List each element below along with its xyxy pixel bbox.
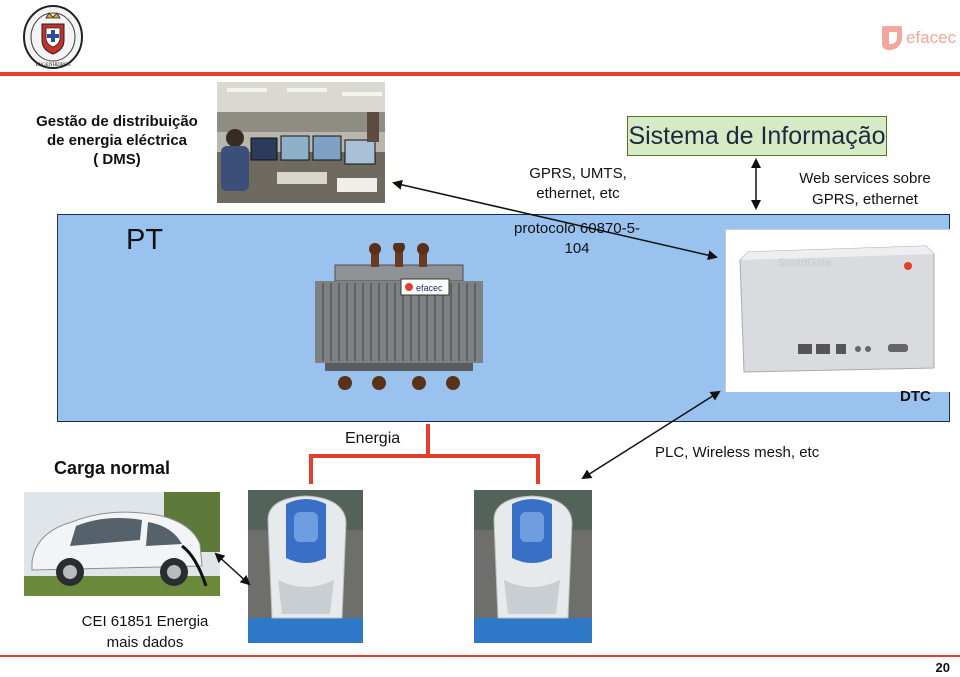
pt-label: PT: [126, 224, 164, 256]
control-room-photo: [217, 82, 385, 203]
protocol-line: protocolo 60870-5-: [514, 220, 640, 237]
university-crest-icon: ENGENHEIROS: [22, 4, 84, 70]
car-to-station-arrow: [214, 552, 251, 586]
dms-line: ( DMS): [93, 151, 141, 168]
header-divider: [0, 72, 960, 76]
dtc-smartgate-image: SmartGate: [738, 244, 936, 374]
dms-to-dtc-arrow: [392, 179, 718, 261]
gprs-line: ethernet, etc: [536, 185, 620, 202]
web-services-line: Web services sobre: [799, 170, 931, 187]
svg-text:ENGENHEIROS: ENGENHEIROS: [36, 63, 71, 68]
web-services-label: Web services sobre GPRS, ethernet: [770, 168, 960, 210]
energia-label: Energia: [345, 430, 401, 447]
gprs-line: GPRS, UMTS,: [529, 165, 627, 182]
carga-normal-label: Carga normal: [54, 458, 171, 478]
logo-text: efacec: [906, 28, 957, 47]
transformer-brand: efacec: [416, 283, 443, 293]
dms-line: Gestão de distribuição: [36, 113, 198, 130]
energy-wire: [309, 424, 540, 484]
dtc-brand: SmartGate: [778, 257, 831, 269]
transformer-image: efacec: [315, 241, 483, 393]
dms-label: Gestão de distribuição de energia eléctr…: [28, 112, 206, 169]
protocol-line: 104: [564, 240, 590, 257]
footer-divider: [0, 655, 960, 657]
cei-line: CEI 61851 Energia: [81, 613, 209, 630]
dtc-label: DTC: [900, 388, 931, 405]
web-services-line: GPRS, ethernet: [812, 191, 918, 208]
electric-car-photo: [24, 492, 220, 596]
dtc-to-station-arrow: [581, 390, 721, 480]
charging-station-image: [248, 490, 363, 643]
dms-line: de energia eléctrica: [46, 132, 188, 149]
cei-line: mais dados: [106, 634, 184, 651]
charging-station-image: [474, 490, 592, 643]
information-system-title: Sistema de Informação: [628, 121, 886, 150]
information-system-box: Sistema de Informação: [627, 116, 887, 156]
page-number: 20: [935, 660, 950, 675]
efacec-logo: efacec: [880, 22, 960, 52]
cei-label: CEI 61851 Energia mais dados: [74, 611, 216, 653]
plc-label: PLC, Wireless mesh, etc: [655, 444, 820, 461]
gprs-link-label: GPRS, UMTS, ethernet, etc: [508, 164, 648, 204]
